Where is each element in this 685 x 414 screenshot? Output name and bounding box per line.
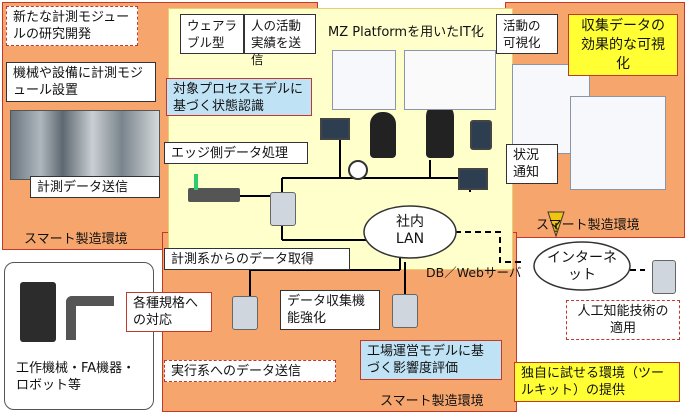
internet-label: インターネット bbox=[547, 250, 617, 283]
state-recognition-callout: 対象プロセスモデルに基づく状態認識 bbox=[166, 78, 312, 116]
tablet-icon bbox=[470, 120, 492, 150]
status-notice-text: 状況通知 bbox=[513, 148, 540, 180]
toolkit-text: 独自に試せる環境（ツールキット）の提供 bbox=[521, 366, 665, 398]
activity-visual-callout: 活動の可視化 bbox=[496, 14, 558, 54]
effective-visual-callout: 収集データの効果的な可視化 bbox=[568, 14, 678, 76]
data-collect-text: データ収集機能強化 bbox=[287, 294, 366, 326]
ai-server-icon bbox=[652, 260, 676, 294]
activity-visual-text: 活動の可視化 bbox=[503, 18, 541, 50]
smart-env-right-label: スマート製造環境 bbox=[536, 218, 640, 233]
machine-photo bbox=[10, 110, 160, 180]
ai-callout: 人工知能技術の適用 bbox=[566, 300, 680, 340]
data-acquire-callout: 計測系からのデータ取得 bbox=[164, 248, 350, 270]
module-install-callout: 機械や設備に計測モジュール設置 bbox=[6, 62, 156, 102]
module-research-callout: 新たな計測モジュールの研究開発 bbox=[6, 6, 138, 46]
exec-send-callout: 実行系へのデータ送信 bbox=[164, 360, 336, 382]
human-activity-text: 人の活動実績を送信 bbox=[251, 18, 302, 67]
module-research-text: 新たな計測モジュールの研究開発 bbox=[13, 10, 130, 42]
smart-env-left-label: スマート製造環境 bbox=[24, 232, 128, 247]
machine-tool-icon bbox=[20, 282, 56, 342]
acquire-server-icon bbox=[232, 296, 258, 330]
activity-screenshot bbox=[404, 50, 496, 110]
human-activity-callout: 人の活動実績を送信 bbox=[244, 14, 316, 67]
standards-text: 各種規格への対応 bbox=[133, 296, 199, 328]
mz-platform-text: MZ Platformを用いたIT化 bbox=[328, 25, 484, 40]
module-install-text: 機械や設備に計測モジュール設置 bbox=[13, 66, 144, 98]
standards-callout: 各種規格への対応 bbox=[126, 292, 212, 332]
manager-icon bbox=[426, 104, 454, 158]
visualization-screenshot-2 bbox=[570, 96, 666, 190]
data-acquire-text: 計測系からのデータ取得 bbox=[171, 252, 315, 267]
data-send-text: 計測データ送信 bbox=[37, 180, 129, 195]
pc-right-icon bbox=[458, 168, 488, 190]
db-server-icon bbox=[392, 294, 418, 328]
edge-processing-text: エッジ側データ処理 bbox=[171, 146, 289, 161]
wearable-text: ウェアラブル型 bbox=[187, 18, 238, 50]
data-collect-callout: データ収集機能強化 bbox=[280, 290, 380, 330]
router-antenna-icon bbox=[194, 174, 198, 190]
exec-send-text: 実行系へのデータ送信 bbox=[171, 364, 302, 379]
worker-icon bbox=[370, 112, 396, 158]
mz-platform-screenshot bbox=[332, 50, 396, 110]
toolkit-callout: 独自に試せる環境（ツールキット）の提供 bbox=[514, 362, 680, 402]
wearable-callout: ウェアラブル型 bbox=[180, 14, 244, 54]
wireless-router-icon bbox=[188, 188, 240, 202]
pc-left-icon bbox=[320, 118, 350, 140]
data-send-callout: 計測データ送信 bbox=[30, 176, 160, 198]
edge-processing-callout: エッジ側データ処理 bbox=[164, 142, 308, 164]
ai-text: 人工知能技術の適用 bbox=[577, 304, 669, 336]
smart-env-bottom-label: スマート製造環境 bbox=[380, 394, 484, 409]
effective-visual-text: 収集データの効果的な可視化 bbox=[581, 18, 665, 72]
db-server-label: DB／Webサーバ bbox=[426, 265, 522, 280]
factory-model-callout: 工場運営モデルに基づく影響度評価 bbox=[360, 340, 502, 380]
edge-server-icon bbox=[270, 192, 296, 226]
svg-text:!: ! bbox=[554, 221, 559, 235]
lan-label: 社内LAN bbox=[395, 214, 425, 247]
machines-label: 工作機械・FA機器・ロボット等 bbox=[16, 361, 136, 393]
state-recognition-text: 対象プロセスモデルに基づく状態認識 bbox=[173, 82, 304, 114]
status-notice-callout: 状況通知 bbox=[506, 144, 558, 184]
robot-arm-icon bbox=[66, 296, 114, 340]
mz-platform-callout: MZ Platformを用いたIT化 bbox=[322, 22, 498, 44]
stopwatch-icon bbox=[348, 160, 368, 180]
factory-model-text: 工場運営モデルに基づく影響度評価 bbox=[367, 344, 485, 376]
